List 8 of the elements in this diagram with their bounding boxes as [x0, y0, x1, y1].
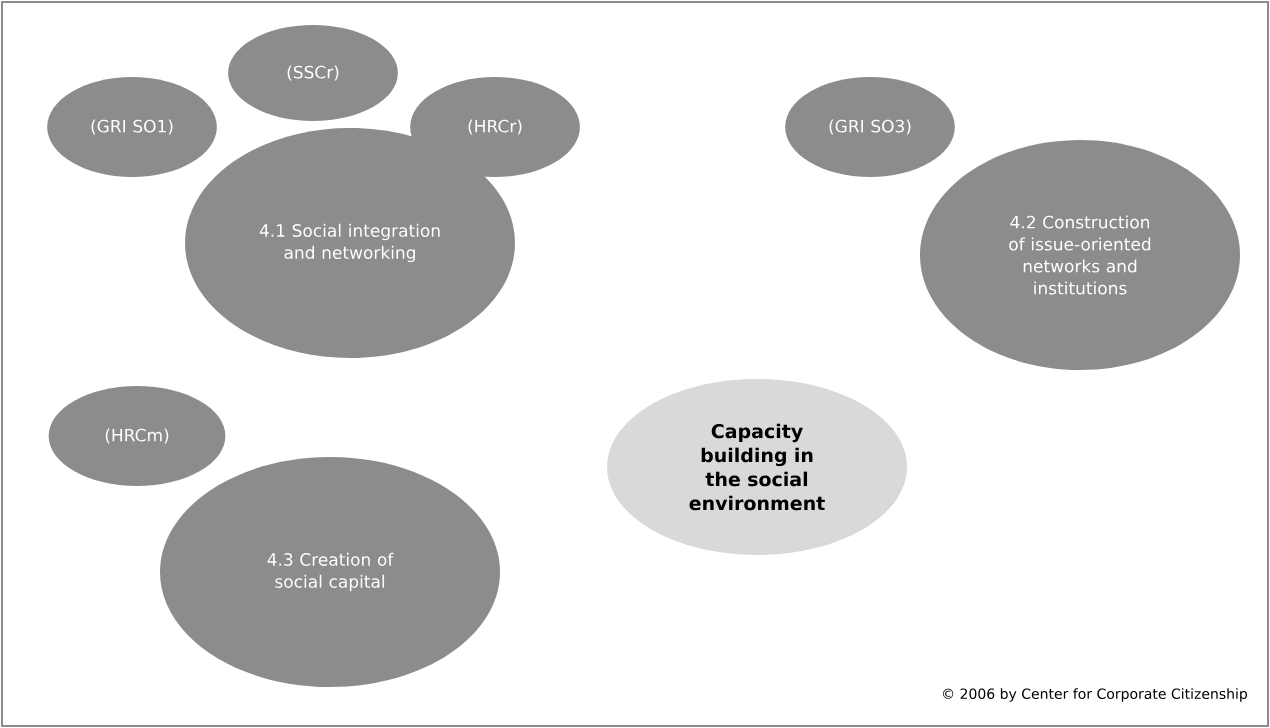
copyright-note: © 2006 by Center for Corporate Citizenship — [943, 688, 1247, 702]
ellipse-node: (HRCm) — [48, 386, 226, 486]
ellipse-node: (SSCr) — [228, 25, 398, 121]
ellipse-node: (GRI SO1) — [47, 77, 217, 177]
ellipse-node: (HRCr) — [410, 77, 580, 177]
ellipse-node: 4.3 Creation of social capital — [160, 457, 500, 687]
ellipse-node: 4.2 Construction of issue-oriented networks and institutions — [920, 140, 1240, 370]
ellipse-node: (GRI SO3) — [785, 77, 955, 177]
